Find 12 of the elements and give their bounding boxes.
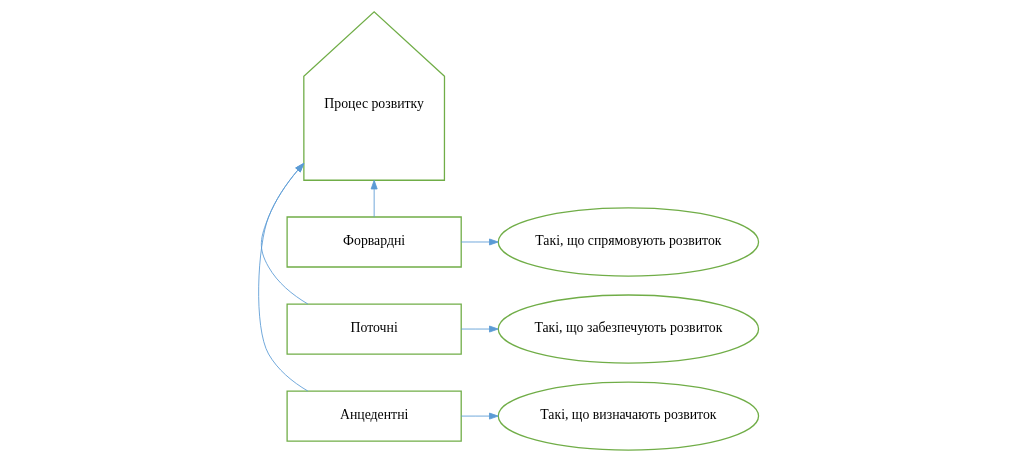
node-box: Поточні	[285, 303, 462, 355]
arrow	[370, 179, 378, 218]
arrow	[460, 412, 499, 420]
arrow	[260, 163, 308, 305]
arrow	[460, 325, 499, 333]
arrow	[460, 238, 499, 246]
node-ellipse: Такі, що спрямовують розвиток	[497, 207, 759, 277]
node-box: Анцедентні	[285, 390, 462, 442]
node-ellipse: Такі, що забезпечують розвиток	[497, 294, 759, 364]
arrow	[257, 163, 308, 392]
node-ellipse: Такі, що визначають розвиток	[497, 381, 759, 451]
node-box: Форвардні	[285, 216, 462, 268]
